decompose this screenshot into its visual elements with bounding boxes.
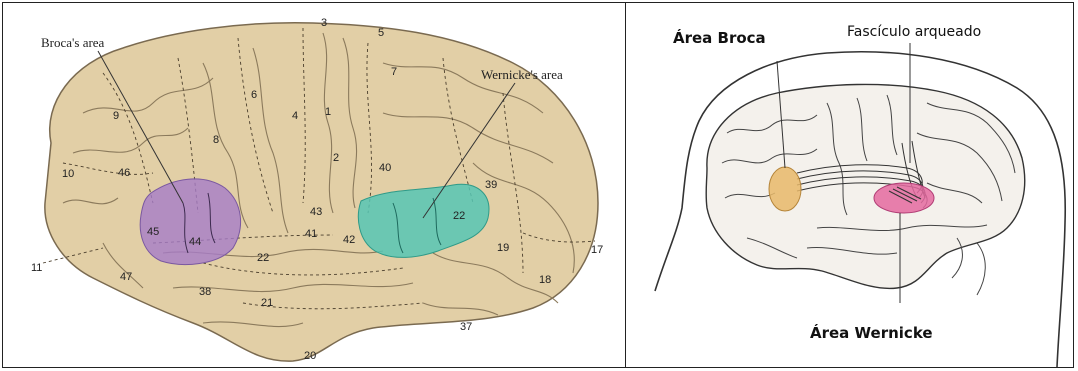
pathway-brain-diagram: Área Broca Fascículo arqueado Área Werni… [627,3,1073,367]
area-number: 4 [292,110,298,122]
area-number: 10 [62,168,74,180]
area-number: 9 [113,110,119,122]
area-number: 22 [257,252,269,264]
broca-region [769,167,801,211]
area-number: 7 [391,66,397,78]
broca-area-label: Broca's area [41,35,105,50]
area-number: 3 [321,17,327,29]
area-number: 5 [378,27,384,39]
area-number: 19 [497,242,509,254]
area-number: 8 [213,134,219,146]
area-number: 2 [333,152,339,164]
area-number: 21 [261,297,273,309]
area-number: 43 [310,206,322,218]
labeled-brain-panel: Broca's area Wernicke's area 3 5 7 6 4 1… [3,3,624,367]
wernicke-area-label: Wernicke's area [481,67,563,82]
area-number: 38 [199,286,211,298]
area-number: 18 [539,274,551,286]
area-number: 42 [343,234,355,246]
area-number: 46 [118,167,130,179]
area-number: 45 [147,226,159,238]
area-number: 20 [304,350,316,362]
area-number: 39 [485,179,497,191]
wernicke-area-label: Área Wernicke [810,323,933,342]
wernicke-region [874,183,934,213]
brain-outline [706,84,1025,288]
area-number: 47 [120,271,132,283]
area-number: 6 [251,89,257,101]
pathway-brain-panel: Área Broca Fascículo arqueado Área Werni… [627,3,1073,367]
arcuate-fasciculus-label: Fascículo arqueado [847,24,981,40]
area-number: 44 [189,236,201,248]
area-number: 17 [591,244,603,256]
area-number: 11 [31,262,42,274]
broca-area-label: Área Broca [673,28,766,47]
broca-region [140,179,240,265]
area-number: 37 [460,321,472,333]
area-number: 40 [379,162,391,174]
area-number: 41 [305,228,317,240]
area-number: 22 [453,210,465,222]
labeled-brain-diagram: Broca's area Wernicke's area 3 5 7 6 4 1… [3,3,624,367]
panel-divider [625,2,626,368]
area-number: 1 [325,106,331,118]
